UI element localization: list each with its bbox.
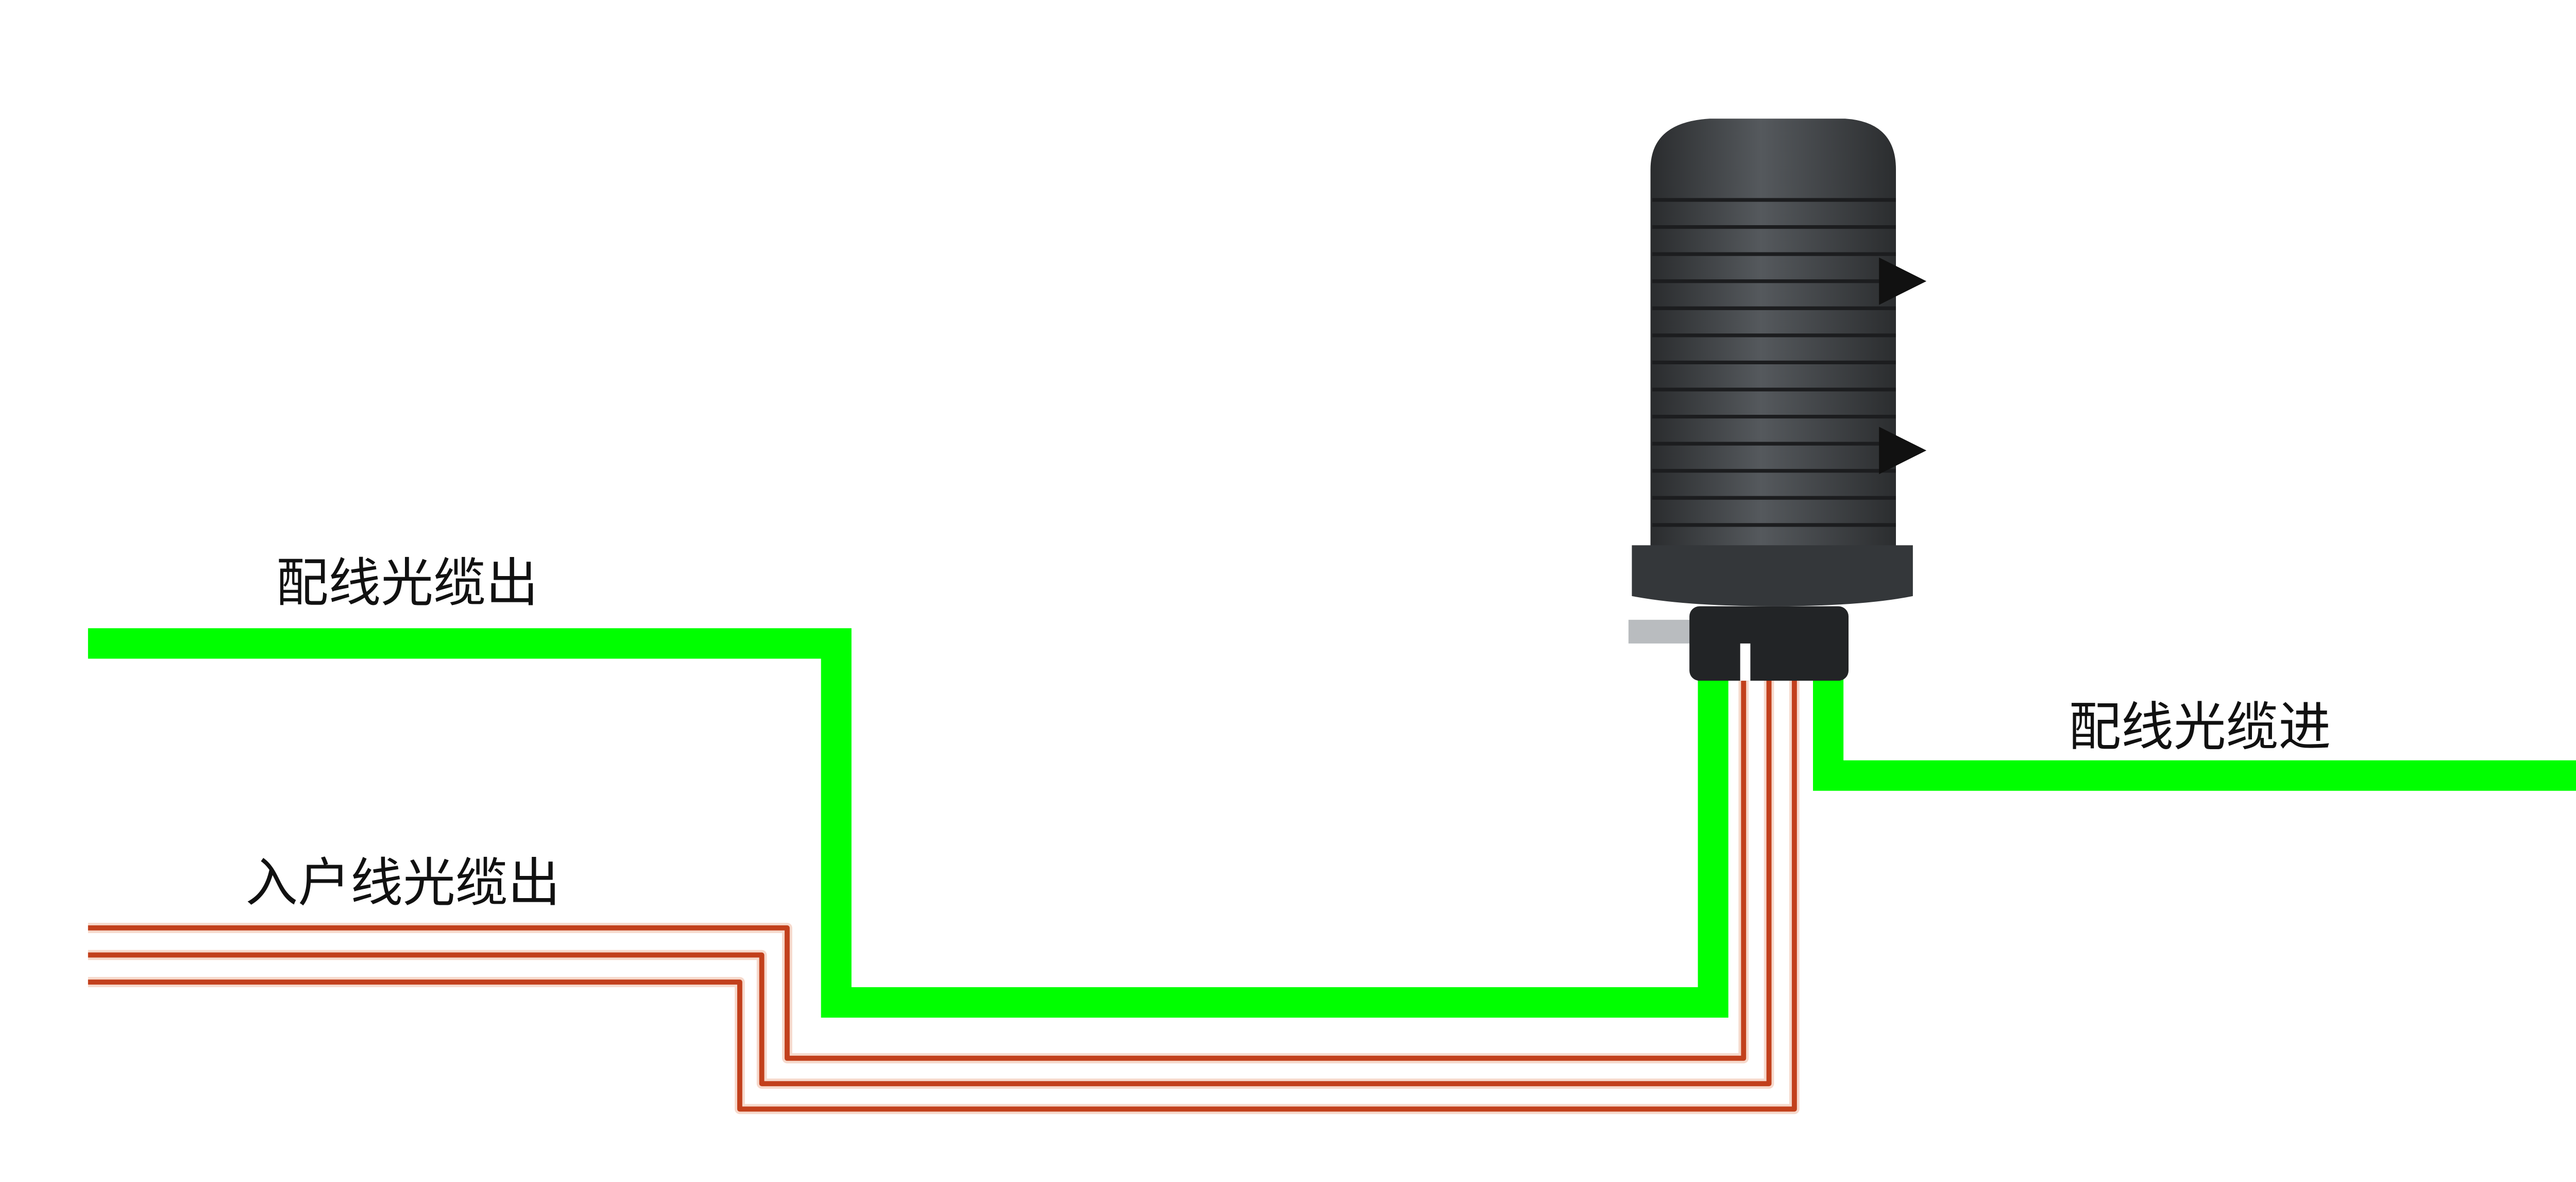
drop-cable-1 xyxy=(88,669,1747,1061)
distribution-cable-in xyxy=(1813,673,2576,791)
drop-cable-2 xyxy=(88,669,1772,1087)
label-drop-cable-out: 入户线光缆出 xyxy=(245,852,560,914)
distribution-cable-out xyxy=(88,628,1728,1018)
drop-cables xyxy=(88,669,1800,1115)
drop-cable-3 xyxy=(88,669,1797,1112)
label-distribution-cable-out: 配线光缆出 xyxy=(276,553,538,614)
fiber-splice-closure-icon xyxy=(1628,119,1927,681)
label-distribution-cable-in: 配线光缆进 xyxy=(2069,697,2331,758)
